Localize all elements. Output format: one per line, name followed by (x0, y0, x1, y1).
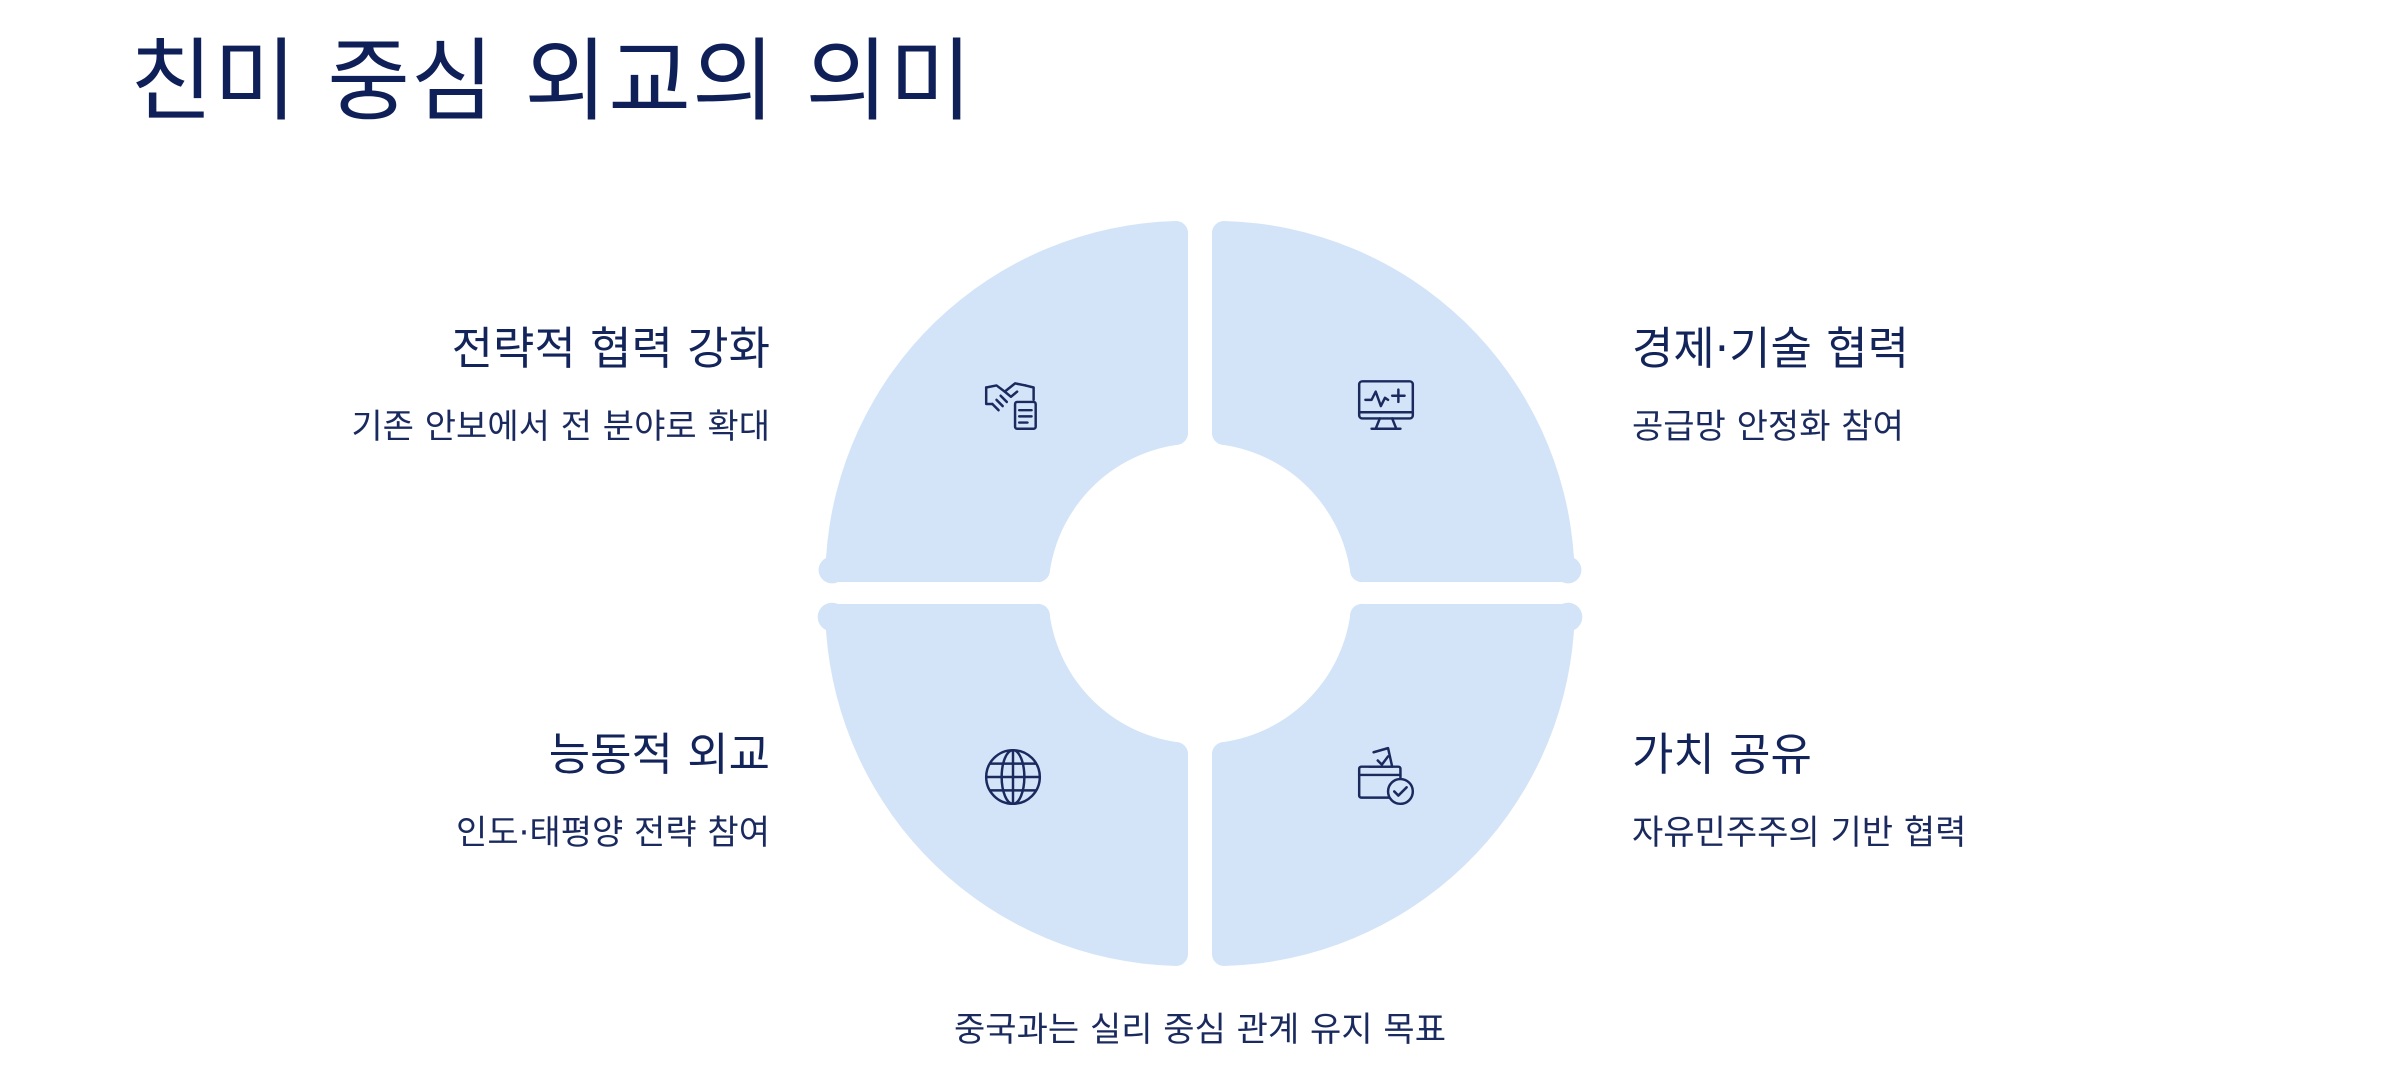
label-subtitle: 자유민주주의 기반 협력 (1632, 812, 1967, 853)
quadrant-top-left (818, 220, 1189, 584)
label-subtitle: 인도·태평양 전략 참여 (456, 812, 770, 853)
quadrant-top-right (1211, 220, 1582, 584)
page-title: 친미 중심 외교의 의미 (130, 29, 974, 134)
globe-icon (980, 744, 1046, 810)
label-title: 경제·기술 협력 (1632, 322, 1910, 375)
label-title: 능동적 외교 (548, 728, 770, 781)
label-top-right: 경제·기술 협력 공급망 안정화 참여 (1632, 320, 2152, 449)
label-subtitle: 공급망 안정화 참여 (1632, 406, 1904, 447)
label-bottom-left: 능동적 외교 인도·태평양 전략 참여 (250, 726, 770, 855)
label-subtitle: 기존 안보에서 전 분야로 확대 (351, 406, 770, 447)
ballot-box-check-icon (1353, 744, 1419, 810)
footer-note: 중국과는 실리 중심 관계 유지 목표 (954, 1010, 1446, 1050)
label-title: 가치 공유 (1632, 728, 1812, 781)
label-title: 전략적 협력 강화 (451, 322, 770, 375)
label-bottom-right: 가치 공유 자유민주주의 기반 협력 (1632, 726, 2152, 855)
monitor-health-icon (1353, 371, 1419, 437)
handshake-document-icon (980, 371, 1046, 437)
label-top-left: 전략적 협력 강화 기존 안보에서 전 분야로 확대 (250, 320, 770, 449)
